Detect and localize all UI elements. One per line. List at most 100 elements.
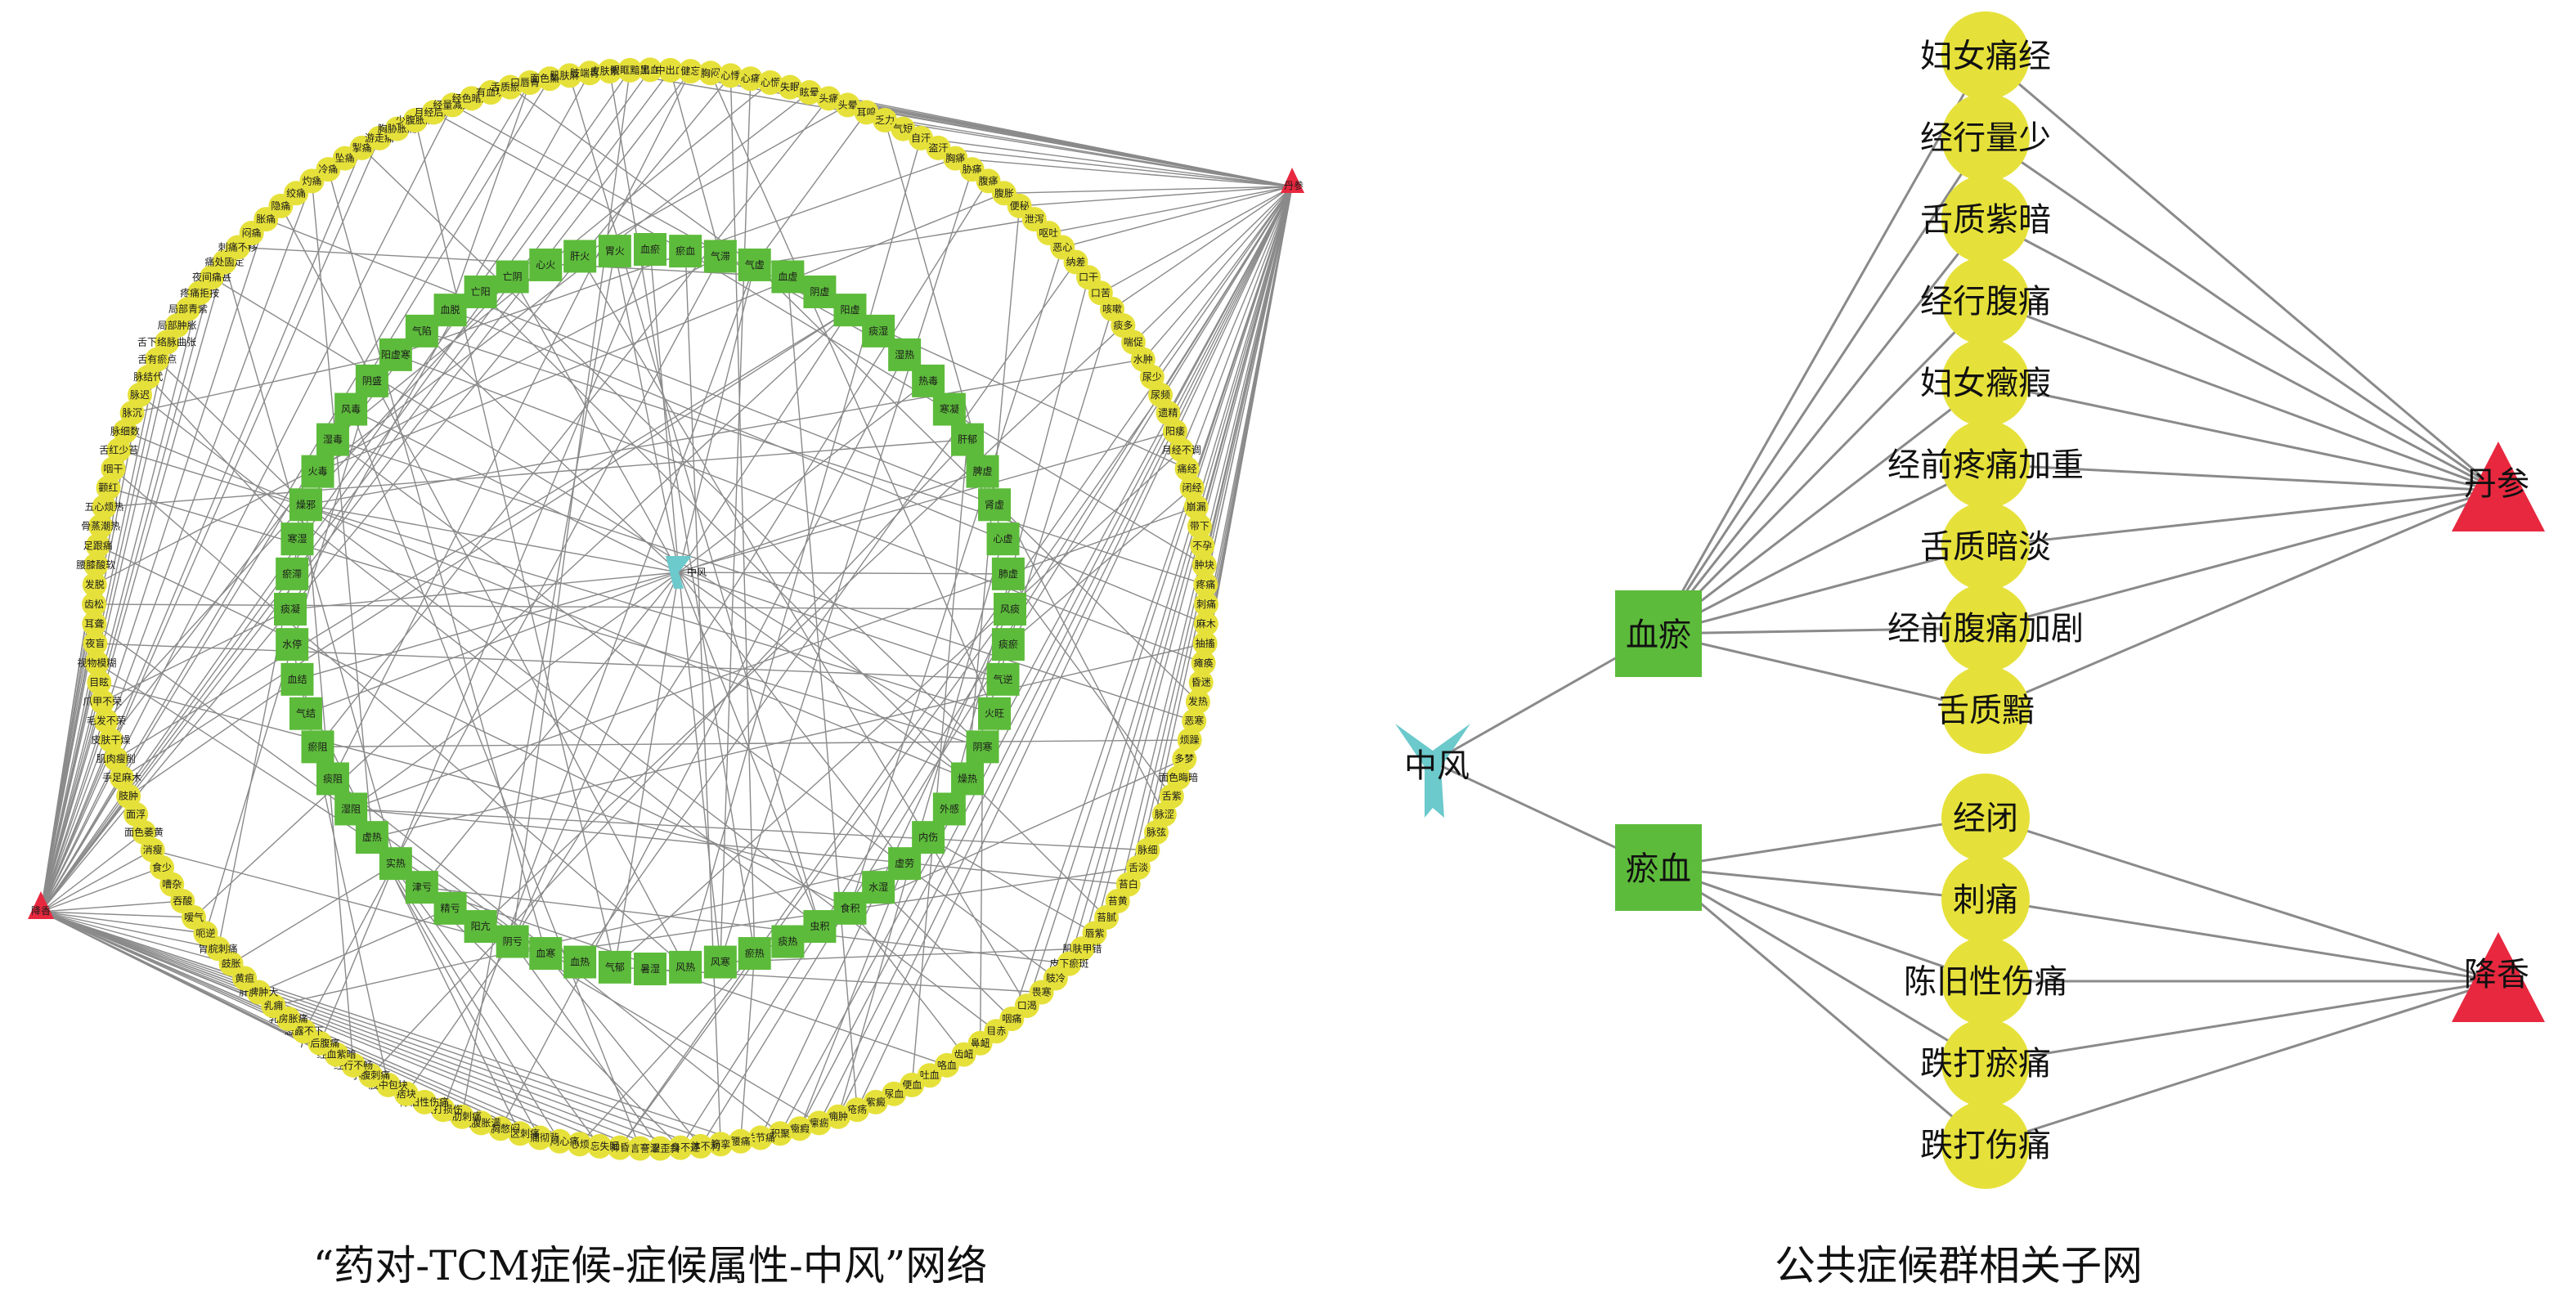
edge — [754, 111, 868, 266]
edge — [156, 359, 307, 505]
edge-syndrome-symptom — [1657, 137, 1987, 635]
edge-symptom-herb — [1985, 816, 2499, 983]
left-symptom-label: 面色萎黄 — [124, 827, 164, 838]
left-syndrome-label: 阴亏 — [503, 936, 523, 948]
edge — [433, 111, 686, 252]
left-syndrome-label: 气虚 — [745, 258, 765, 271]
symptom-circle-icon — [1188, 670, 1214, 695]
left-symptom-label: 骨蒸潮热 — [81, 520, 120, 532]
left-symptom-label: 黄疸 — [235, 971, 254, 984]
symptom-circle-icon — [537, 66, 563, 92]
right-symptom-node: 舌质暗淡 — [1920, 502, 2051, 590]
left-syndrome-node: 气结 — [289, 697, 322, 730]
edge — [787, 276, 858, 1110]
edge — [678, 380, 929, 573]
symptom-label: 跌打瘀痛 — [1920, 1045, 2051, 1083]
left-syndrome-node: 寒湿 — [280, 522, 314, 556]
left-symptom-label: 咳嗽 — [1102, 303, 1122, 315]
symptom-circle-icon — [1941, 420, 2030, 509]
left-symptom-label: 苔腻 — [1097, 912, 1116, 923]
left-symptom-label: 吞酸 — [173, 895, 192, 907]
symptom-circle-icon — [82, 611, 107, 636]
left-symptom-label: 嘈杂 — [162, 879, 182, 890]
left-syndrome-label: 虚劳 — [895, 858, 914, 869]
symptom-circle-icon — [1192, 553, 1217, 578]
syndrome-square-icon — [634, 233, 666, 266]
symptom-circle-icon — [83, 553, 109, 578]
left-syndrome-node: 阳亢 — [464, 910, 497, 944]
left-symptom-label: 不孕 — [1192, 540, 1212, 551]
left-syndrome-label: 阳亢 — [471, 920, 491, 932]
left-syndrome-node: 阴虚 — [803, 275, 837, 308]
left-syndrome-node: 脾虚 — [966, 455, 999, 488]
right-symptom-node: 经闭 — [1941, 774, 2030, 862]
edge — [124, 430, 968, 780]
edge — [754, 218, 1034, 266]
edge — [40, 69, 651, 913]
edge — [350, 409, 641, 1149]
right-symptom-node: 跌打伤痛 — [1920, 1101, 2051, 1189]
left-symptom-label: 爪甲不荣 — [83, 696, 122, 707]
edge — [1055, 186, 1293, 979]
symptom-circle-icon — [1169, 437, 1194, 463]
symptom-circle-icon — [82, 592, 107, 617]
left-symptom-node: 尿血 — [882, 1081, 907, 1106]
edge — [449, 82, 531, 311]
left-symptom-label: 闭经 — [1183, 482, 1202, 494]
left-symptom-label: 苔白 — [1119, 878, 1138, 890]
left-symptom-label: 舌紫 — [1162, 791, 1182, 802]
syndrome-square-icon — [951, 423, 985, 456]
edge — [40, 70, 631, 913]
left-symptom-label: 脉迟 — [130, 388, 150, 401]
left-symptom-label: 胁痛 — [963, 163, 982, 175]
symptom-circle-icon — [1165, 765, 1191, 791]
syndrome-square-icon — [464, 910, 497, 944]
left-symptom-node: 爪甲不荣 — [83, 689, 122, 715]
edge — [370, 439, 968, 1076]
edge — [511, 70, 631, 942]
left-syndrome-label: 气郁 — [605, 961, 625, 973]
left-syndrome-label: 痰凝 — [280, 603, 300, 615]
left-symptom-node: 耳鸣 — [854, 100, 879, 125]
symptom-circle-icon — [863, 1089, 888, 1114]
edge — [115, 309, 850, 760]
left-network-edges — [40, 69, 1293, 1150]
left-symptom-node: 齿松 — [82, 592, 107, 617]
left-syndrome-label: 外感 — [940, 802, 959, 814]
left-symptom-node: 痛经 — [1174, 456, 1200, 482]
left-syndrome-node: 精亏 — [433, 891, 467, 925]
left-symptom-label: 口干 — [1079, 271, 1098, 283]
syndrome-square-icon — [529, 937, 563, 971]
symptom-circle-icon — [82, 572, 107, 598]
left-symptom-node: 抽搐 — [1192, 630, 1218, 656]
edge — [40, 74, 731, 913]
edge — [311, 181, 373, 838]
left-symptom-node: 闷痛 — [239, 220, 264, 245]
syndrome-node-yuxue: 瘀血 — [1615, 824, 1702, 911]
edge — [512, 941, 661, 1149]
disease-node-zhongfeng: 中风 — [1395, 724, 1470, 818]
syndrome-square-icon — [274, 593, 307, 626]
syndrome-square-icon — [334, 792, 368, 826]
left-symptom-node: 脉细数 — [110, 419, 140, 444]
symptom-circle-icon — [627, 1136, 653, 1161]
right-network-edges — [1432, 54, 2499, 1146]
syndrome-square-icon — [966, 455, 999, 488]
left-syndrome-label: 湿毒 — [323, 433, 343, 446]
edge — [317, 192, 1005, 473]
left-symptom-label: 毛发不荣 — [87, 715, 126, 727]
symptom-circle-icon — [85, 533, 110, 558]
left-syndrome-label: 津亏 — [412, 881, 432, 893]
edge — [1008, 573, 1173, 797]
symptom-label: 经行腹痛 — [1920, 283, 2051, 321]
edge — [849, 247, 1063, 909]
edge — [332, 438, 1195, 722]
left-syndrome-ring: 血瘀瘀血气滞气虚血虚阴虚阳虚痰湿湿热热毒寒凝肝郁脾虚肾虚心虚肺虚风痰痰瘀气逆火旺… — [274, 233, 1026, 985]
edge — [40, 105, 454, 913]
left-syndrome-node: 痰热 — [771, 925, 805, 958]
left-syndrome-node: 瘀热 — [738, 937, 771, 971]
syndrome-square-icon — [703, 240, 737, 273]
left-symptom-node: 头晕 — [835, 92, 860, 118]
edge — [608, 71, 756, 954]
left-symptom-label: 水肿 — [1133, 353, 1153, 365]
